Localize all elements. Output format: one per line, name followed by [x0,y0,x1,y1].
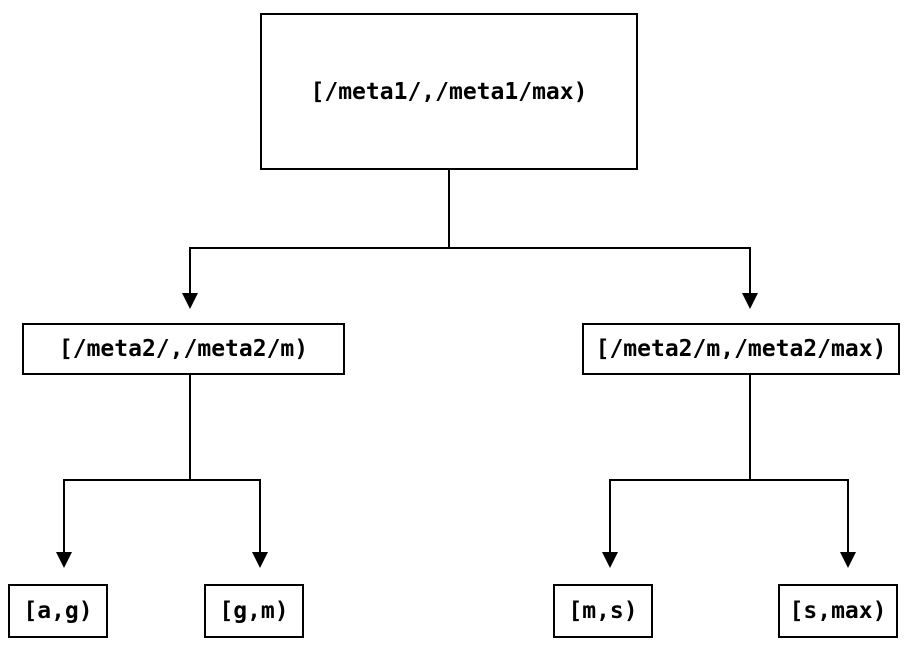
tree-node-root: [/meta1/,/meta1/max) [260,13,638,170]
arrow-down-icon [840,552,856,568]
connector-root-to-children [182,170,758,309]
connector-midleft-to-leaves [56,375,268,568]
arrow-down-icon [56,552,72,568]
arrow-down-icon [182,293,198,309]
tree-node-leaf-smax: [s,max) [778,584,898,638]
tree-node-label: [/meta1/,/meta1/max) [310,78,588,105]
tree-node-meta2-right: [/meta2/m,/meta2/max) [582,323,900,375]
tree-node-label: [a,g) [23,598,93,624]
tree-node-leaf-ag: [a,g) [8,584,108,638]
arrow-down-icon [742,293,758,309]
tree-node-label: [s,max) [789,598,887,624]
tree-node-meta2-left: [/meta2/,/meta2/m) [22,323,345,375]
tree-node-label: [m,s) [568,598,638,624]
tree-node-label: [/meta2/,/meta2/m) [58,336,309,362]
arrow-down-icon [602,552,618,568]
tree-node-label: [/meta2/m,/meta2/max) [595,336,887,362]
tree-node-leaf-gm: [g,m) [204,584,304,638]
tree-node-leaf-ms: [m,s) [553,584,653,638]
tree-node-label: [g,m) [219,598,289,624]
arrow-down-icon [252,552,268,568]
connector-midright-to-leaves [602,375,856,568]
